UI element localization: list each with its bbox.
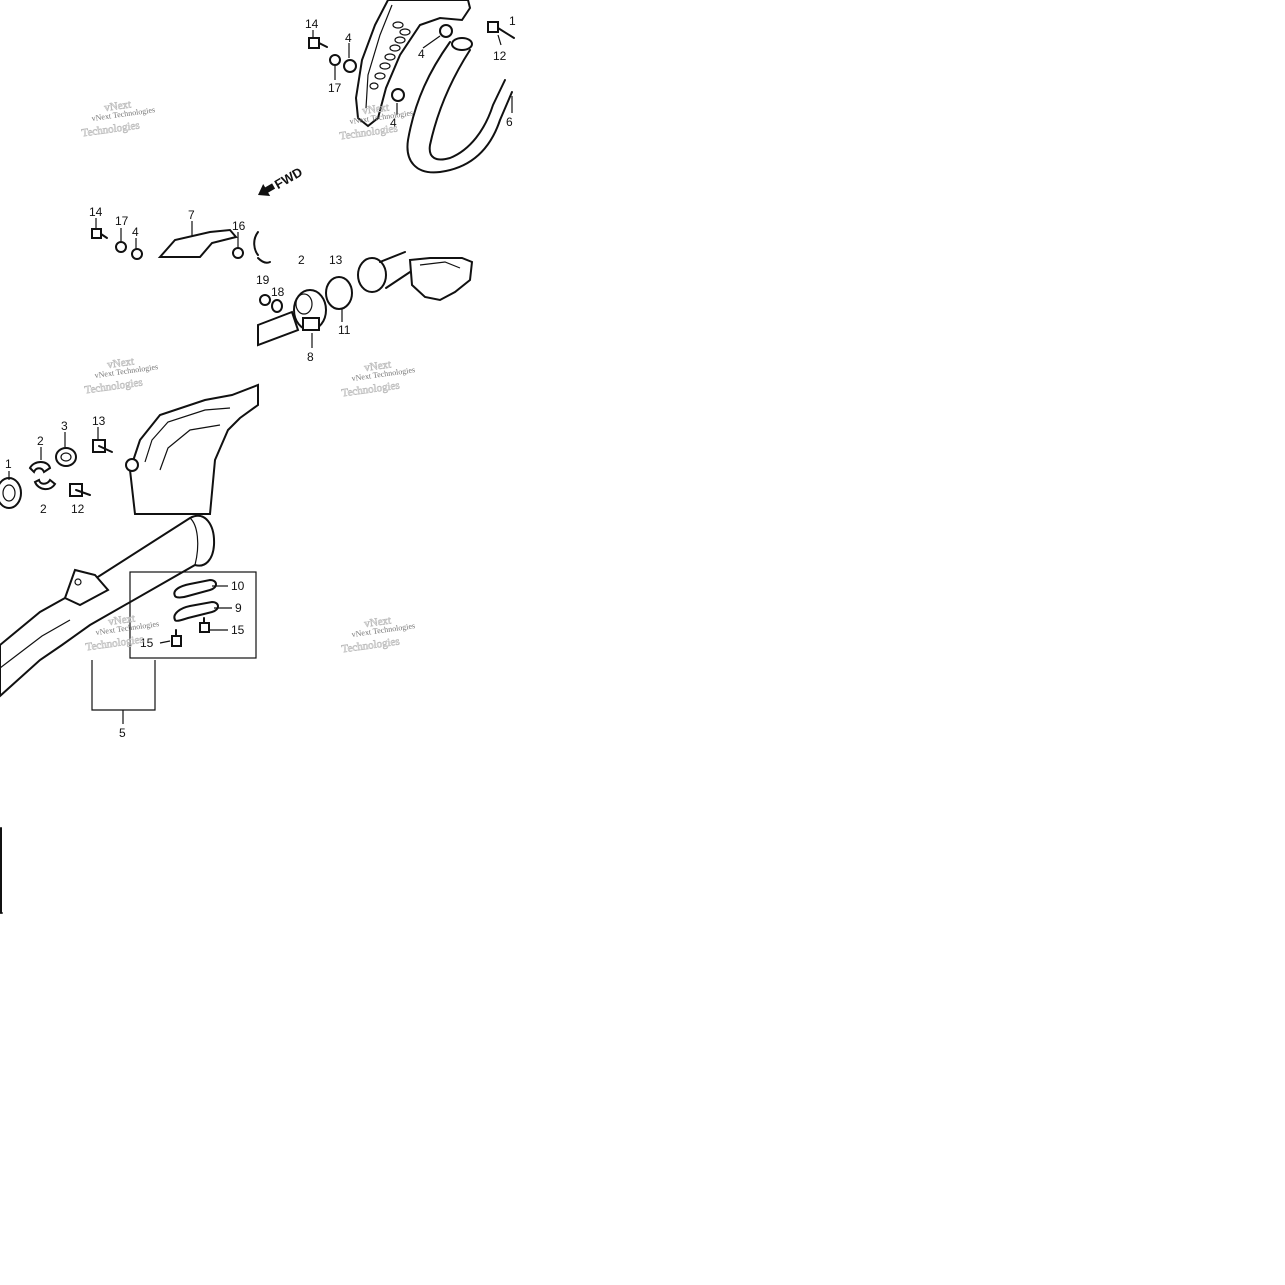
tile-muffler-front: 1 2 3 13 12 2: [0, 383, 259, 516]
callout-16: 16: [232, 219, 246, 233]
nut-4c-icon: [439, 24, 453, 38]
tile-shield-bolts: 14 17 4 7 16: [89, 205, 259, 260]
rubber-15b-icon: [171, 629, 182, 647]
protector-7-drawing: [157, 228, 238, 258]
callout-1: 1: [509, 14, 516, 28]
callout-9: 9: [235, 601, 242, 615]
muffler-tail-drawing: [0, 515, 216, 698]
callout-7: 7: [188, 208, 195, 222]
washer-3-icon: [55, 447, 77, 467]
callout-10: 10: [231, 579, 245, 593]
nut-16-icon: [232, 247, 244, 259]
callout-18: 18: [271, 285, 285, 299]
callout-4: 4: [132, 225, 139, 239]
svg-text:vNext: vNext: [361, 101, 389, 117]
callout-4: 4: [390, 116, 397, 130]
callout-15: 15: [231, 623, 245, 637]
callout-6: 6: [506, 115, 513, 129]
svg-text:vNext: vNext: [106, 355, 134, 371]
muffler-body-drawing: [128, 383, 259, 515]
gasket-11-icon: [325, 276, 353, 310]
watermark: vNext Technologies vNext Technologies: [81, 98, 156, 140]
bolt-14-icon: [91, 228, 108, 239]
callout-19: 19: [256, 273, 270, 287]
bolt-12-icon: [487, 21, 515, 39]
pipe-segment-drawing: [257, 310, 300, 347]
callout-11: 11: [338, 323, 351, 337]
callout-12: 12: [493, 49, 507, 63]
callout-5: 5: [119, 726, 126, 740]
callout-8: 8: [307, 350, 314, 364]
nut-4-icon: [343, 59, 357, 73]
fwd-label: FWD: [272, 164, 305, 192]
tile-muffler-rear: 10 9 15 15 5: [0, 515, 257, 740]
callout-2: 2: [37, 434, 44, 448]
svg-text:Technologies: Technologies: [339, 122, 399, 142]
arrow-left-icon: [258, 183, 276, 197]
svg-text:vNext: vNext: [107, 612, 135, 628]
washer-17-icon: [329, 54, 341, 66]
stud-nut-13-icon: [92, 439, 113, 453]
exhaust-pipe-drawing: [406, 41, 513, 174]
nut-4-icon: [131, 248, 143, 260]
plate-9-icon: [173, 600, 219, 622]
nut-4b-icon: [391, 88, 405, 102]
edge-fragment: [0, 827, 3, 914]
callout-14: 14: [89, 205, 103, 219]
nut-19-icon: [259, 294, 271, 306]
callout-2: 2: [40, 502, 47, 516]
svg-text:Technologies: Technologies: [84, 376, 144, 396]
svg-text:Technologies: Technologies: [81, 119, 141, 139]
svg-text:Technologies: Technologies: [341, 635, 401, 655]
bracket-kit-frame: [129, 571, 257, 659]
callout-15: 15: [140, 636, 154, 650]
shield-holes: [369, 21, 411, 90]
collar-13-drawing: [357, 251, 411, 293]
callout-14: 14: [305, 17, 319, 31]
svg-text:vNext: vNext: [363, 358, 391, 374]
cotter-2b-icon: [33, 478, 57, 490]
callout-13: 13: [329, 253, 343, 267]
joint-clamp-8-drawing: [293, 289, 327, 331]
cotter-2-icon: [28, 461, 52, 474]
callout-3: 3: [61, 419, 68, 433]
callout-4: 4: [345, 31, 352, 45]
svg-text:vNext: vNext: [363, 614, 391, 630]
washer-17-icon: [115, 241, 127, 253]
watermark: vNext Technologies vNext Technologies: [341, 614, 416, 656]
washer-18-icon: [271, 299, 283, 313]
svg-text:vNext: vNext: [103, 98, 131, 114]
callout-13: 13: [92, 414, 106, 428]
stud-nut-12-icon: [69, 483, 91, 497]
watermark: vNext Technologies vNext Technologies: [341, 358, 416, 400]
svg-text:Technologies: Technologies: [341, 379, 401, 399]
band-10-icon: [173, 578, 217, 599]
callout-12: 12: [71, 502, 85, 516]
rubber-15-icon: [199, 617, 210, 633]
callout-2: 2: [298, 253, 305, 267]
heat-shield-drawing: [354, 0, 472, 128]
callout-1: 1: [5, 457, 12, 471]
forward-direction-arrow: FWD: [258, 164, 305, 197]
callout-17: 17: [115, 214, 129, 228]
callout-17: 17: [328, 81, 342, 95]
svg-text:Technologies: Technologies: [85, 633, 145, 653]
bolt-14-icon: [308, 37, 328, 49]
muffler-inlet-drawing: [408, 257, 474, 302]
tile-joint-gaskets: 2 13 19 18 8 11: [256, 251, 474, 364]
watermark: vNext Technologies vNext Technologies: [339, 101, 414, 143]
callout-4: 4: [418, 47, 425, 61]
watermark: vNext Technologies vNext Technologies: [84, 355, 159, 397]
